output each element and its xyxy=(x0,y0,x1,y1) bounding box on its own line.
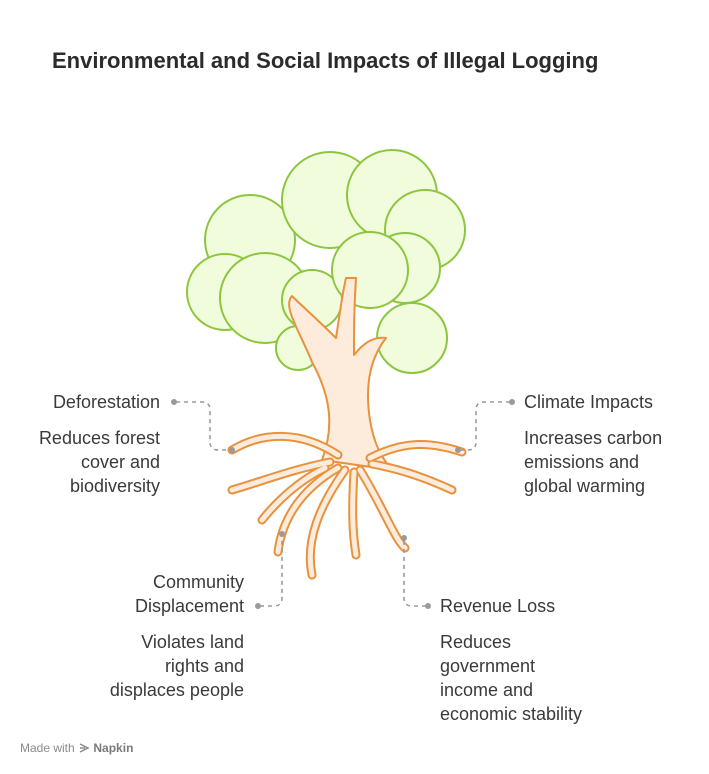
connector-revenue-loss xyxy=(403,540,426,607)
footer-brand: Napkin xyxy=(93,741,134,755)
connector-dot xyxy=(279,531,285,537)
footer-watermark: Made with Napkin xyxy=(20,741,133,755)
tree-roots xyxy=(227,431,467,580)
deforestation-description: Reduces forest cover and biodiversity xyxy=(38,428,160,496)
connector-climate-impacts xyxy=(458,401,510,451)
tree-foliage xyxy=(186,149,466,374)
connector-dot xyxy=(401,535,407,541)
connector-deforestation xyxy=(176,401,232,451)
revenue-loss-heading: Revenue Loss xyxy=(440,596,556,616)
connector-dot xyxy=(255,603,261,609)
community-displacement-heading: Community Displacement xyxy=(134,572,244,616)
climate-impacts-description: Increases carbon emissions and global wa… xyxy=(524,428,663,496)
tree-trunk xyxy=(288,277,393,471)
connector-dot xyxy=(425,603,431,609)
napkin-logo-icon xyxy=(79,743,90,753)
connector-dot xyxy=(229,447,235,453)
community-displacement-description: Violates land rights and displaces peopl… xyxy=(109,632,244,700)
climate-impacts-heading: Climate Impacts xyxy=(524,392,654,412)
connector-dot xyxy=(171,399,177,405)
connector-community-displacement xyxy=(260,536,283,607)
connector-dot xyxy=(455,447,461,453)
footer-prefix: Made with xyxy=(20,741,75,755)
deforestation-heading: Deforestation xyxy=(52,392,160,412)
page-title: Environmental and Social Impacts of Ille… xyxy=(52,48,599,73)
connector-dot xyxy=(509,399,515,405)
revenue-loss-description: Reduces government income and economic s… xyxy=(440,632,583,724)
